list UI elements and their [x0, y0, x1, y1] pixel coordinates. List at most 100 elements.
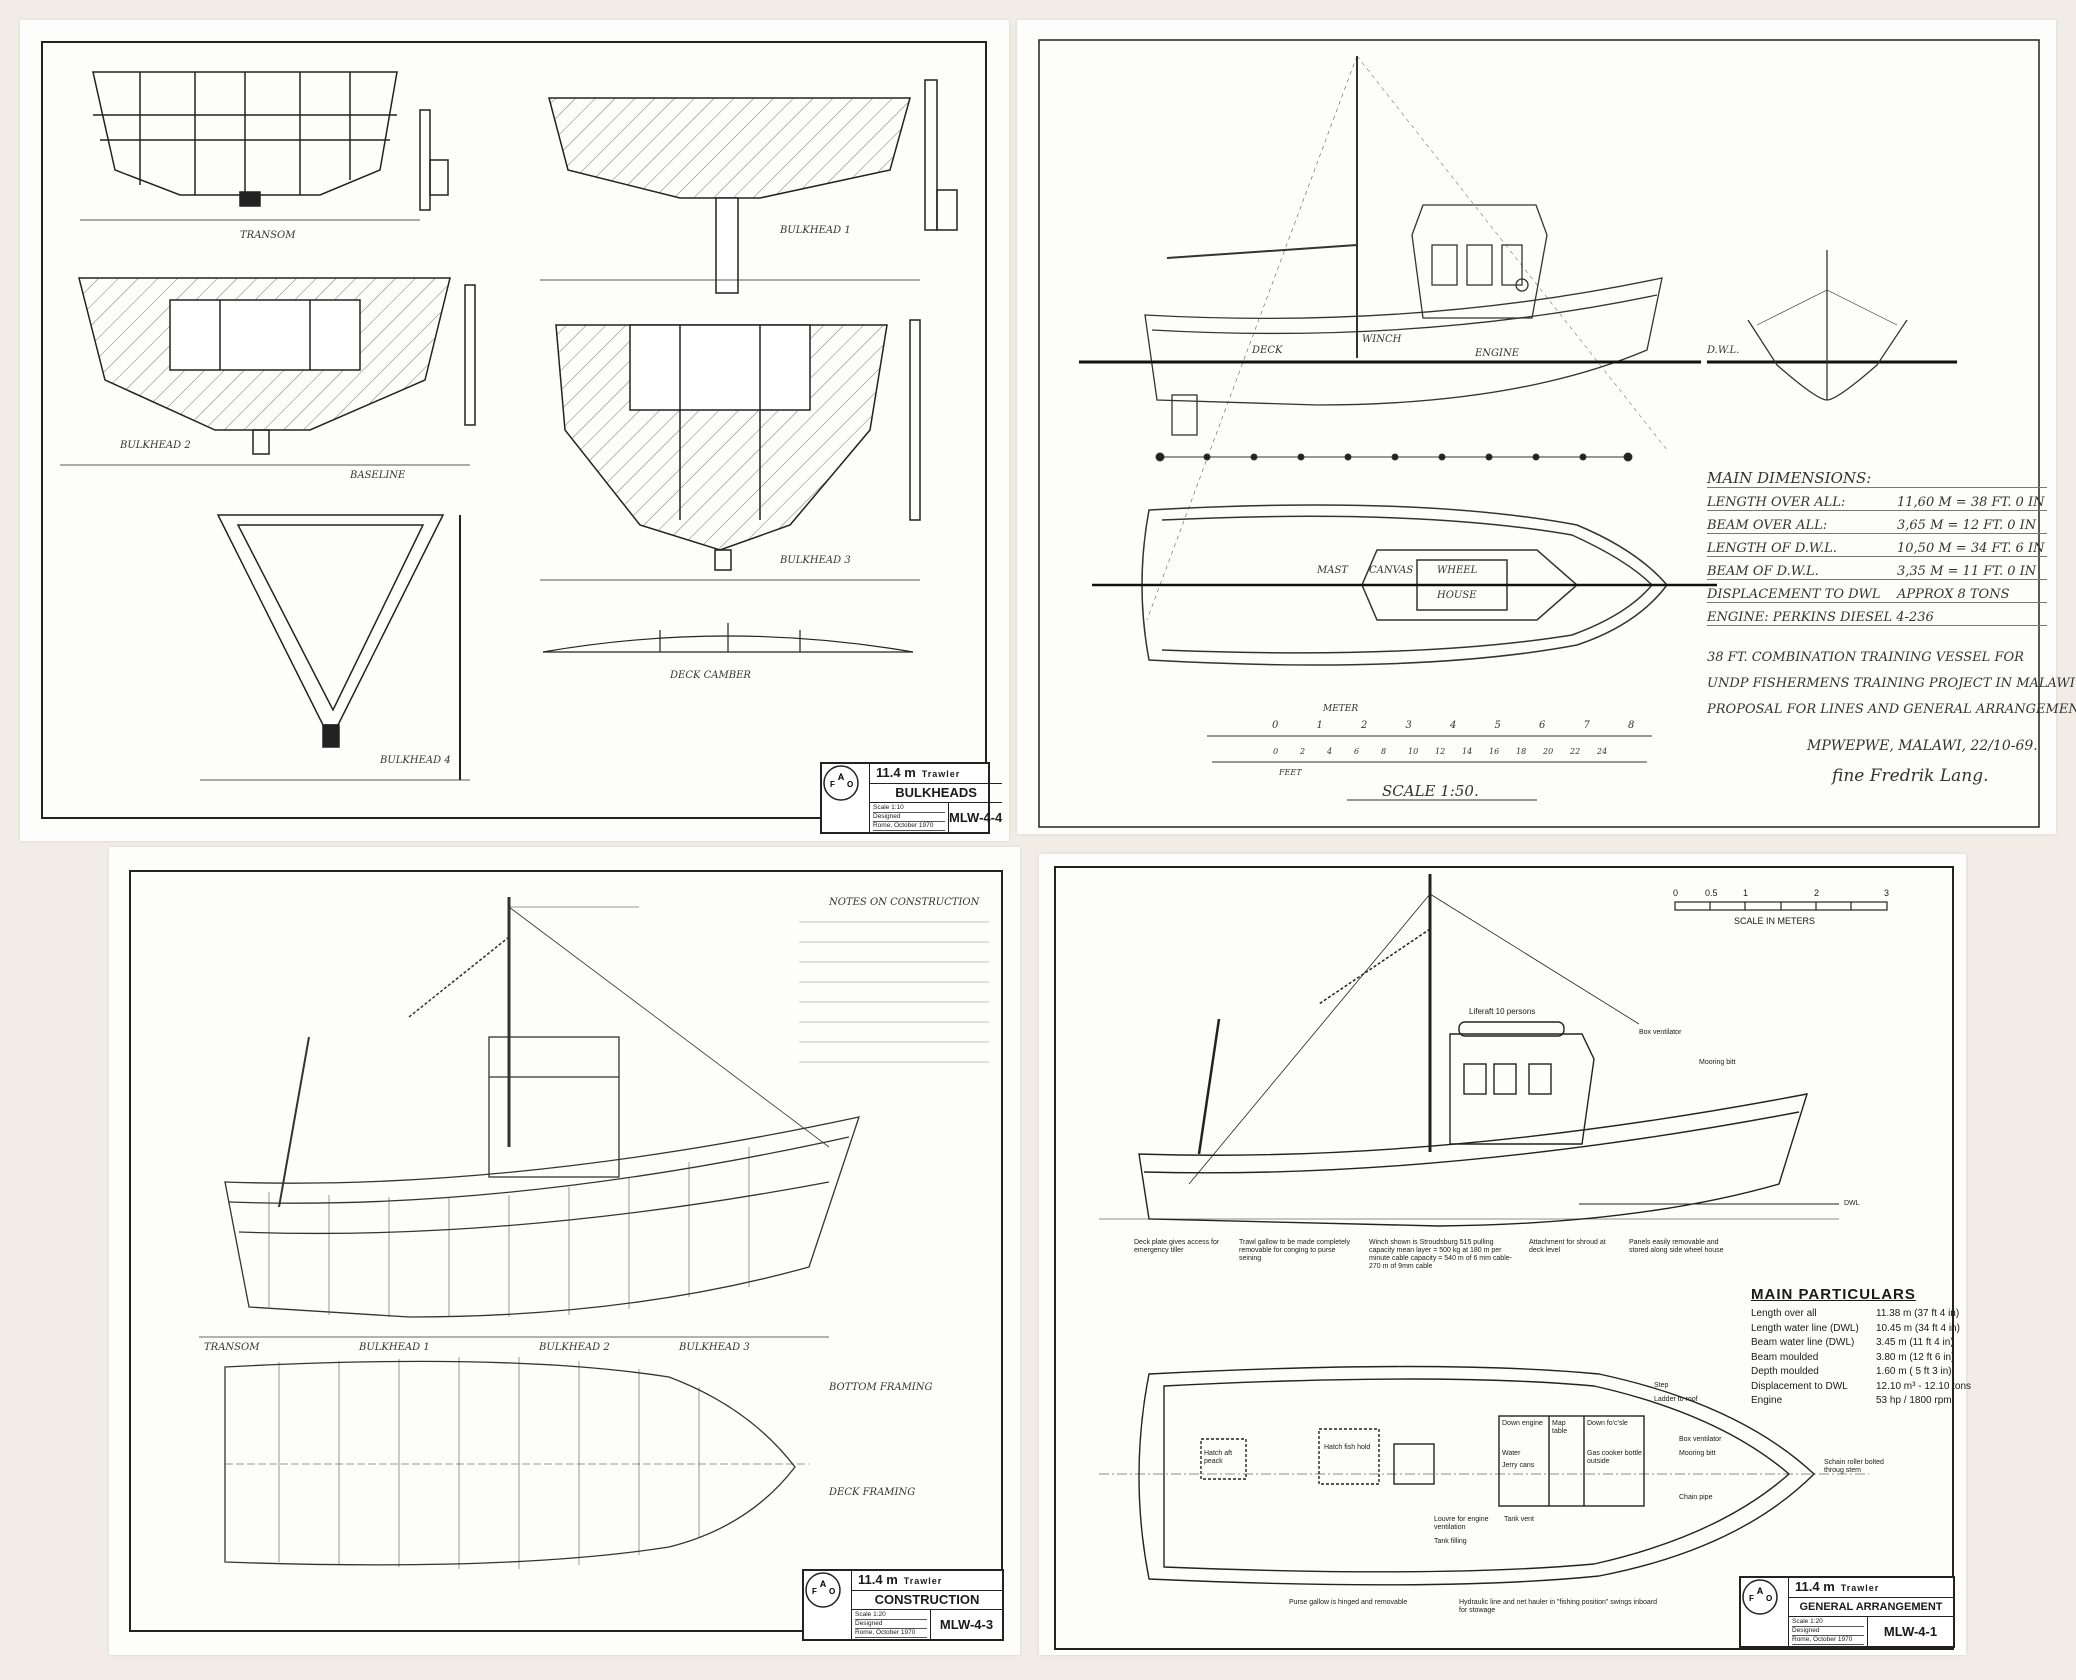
svg-text:A: A	[820, 1579, 827, 1589]
scale-tick-label: 24	[1597, 747, 1608, 756]
section-view	[1747, 250, 1908, 401]
plan-label-chain: Chain pipe	[1679, 1494, 1713, 1501]
scale-tick-label: 6	[1354, 747, 1360, 756]
dimension-value: APPROX 8 TONS	[1897, 587, 2010, 602]
plan-label-box-vent: Box ventilator	[1679, 1436, 1722, 1443]
station-line	[1155, 452, 1633, 462]
label-transom: TRANSOM	[204, 1342, 260, 1353]
description-line: PROPOSAL FOR LINES AND GENERAL ARRANGEME…	[1707, 702, 2076, 717]
scale-tick-label: 8	[1628, 720, 1635, 731]
scale-unit-label: METER	[1323, 704, 1359, 714]
scale-tick-label: 8	[1381, 747, 1387, 756]
drawing-code: MLW-4-1	[1883, 1624, 1938, 1639]
construction-notes-lines	[799, 921, 989, 1063]
description-line: 38 FT. COMBINATION TRAINING VESSEL FOR	[1707, 650, 2024, 665]
main-dimensions-heading: MAIN DIMENSIONS:	[1707, 465, 2047, 488]
scale-tick-label: 10	[1408, 747, 1419, 756]
label-bottom-framing: BOTTOM FRAMING	[829, 1382, 933, 1393]
label-deck: DECK	[1252, 345, 1283, 356]
svg-text:O: O	[1766, 1594, 1772, 1603]
label-bulkhead-1: BULKHEAD 1	[780, 225, 851, 236]
signature: fine Fredrik Lang.	[1832, 766, 1989, 786]
lines-drawing	[1038, 39, 2040, 828]
plan-label-jerry: Jerry cans	[1502, 1462, 1535, 1469]
label-box-ventilator: Box ventilator	[1639, 1029, 1682, 1036]
particular-value: 3.45 m (11 ft 4 in)	[1876, 1337, 1954, 1348]
scale-text: Scale 1:20	[1792, 1618, 1864, 1627]
sheet-construction: NOTES ON CONSTRUCTION TRANSOM BULKHEAD 1…	[109, 847, 1020, 1655]
dimension-label: LENGTH OVER ALL:	[1707, 495, 1846, 510]
plan-label-shroud: Attachment for shroud at deck level	[1529, 1239, 1606, 1254]
svg-text:O: O	[847, 780, 853, 789]
scale-text: SCALE 1:50.	[1382, 782, 1479, 800]
ga-scale-bar	[1674, 901, 1888, 911]
label-dwl: DWL	[1844, 1200, 1860, 1207]
particular-value: 12.10 m³ - 12.10 tons	[1876, 1380, 1972, 1392]
dimension-value: 3,65 M = 12 FT. 0 IN	[1897, 518, 2037, 533]
label-mast: MAST	[1317, 565, 1348, 576]
dimension-row: BEAM OF D.W.L.3,35 M = 11 FT. 0 IN	[1707, 557, 2047, 580]
scale-tick-label: 6	[1539, 720, 1546, 731]
plan-label-winch: Winch shown is Stroudsburg 515 pulling c…	[1369, 1239, 1512, 1270]
plan-label-deck-plate: Deck plate gives access for emergency ti…	[1134, 1239, 1220, 1254]
particular-row: Length water line (DWL)10.45 m (34 ft 4 …	[1751, 1323, 1971, 1338]
scale-caption: SCALE IN METERS	[1734, 916, 1816, 926]
plan-label-down-engine: Down engine	[1502, 1420, 1543, 1427]
drawing-code: MLW-4-3	[939, 1617, 994, 1632]
date-text: Rome, October 1970	[873, 822, 945, 831]
description: 38 FT. COMBINATION TRAINING VESSEL FOR U…	[1707, 645, 2076, 723]
svg-text:F: F	[830, 780, 835, 789]
label-notes: NOTES ON CONSTRUCTION	[829, 897, 980, 908]
general-arrangement-drawing	[1054, 866, 1954, 1650]
scale-tick-label: 0.5	[1705, 888, 1718, 898]
bulkhead-4-view	[200, 514, 470, 781]
scale-tick-label: 4	[1450, 720, 1457, 731]
particular-label: Displacement to DWL	[1751, 1380, 1848, 1392]
designed-text: Designed	[873, 813, 945, 822]
label-deck-camber: DECK CAMBER	[670, 670, 751, 681]
vessel-type: Trawler	[921, 769, 961, 779]
label-mooring-bitt: Mooring bitt	[1699, 1059, 1736, 1066]
label-bulkhead-3: BULKHEAD 3	[679, 1342, 750, 1353]
label-bulkhead-1: BULKHEAD 1	[359, 1342, 430, 1353]
plan-label-purse: Purse gallow is hinged and removable	[1289, 1599, 1408, 1606]
plan-label-trawl-gallow: Trawl gallow to be made completely remov…	[1239, 1239, 1351, 1262]
designed-text: Designed	[1792, 1627, 1864, 1636]
plan-label-louvre: Louvre for engine ventilation	[1434, 1516, 1489, 1531]
designed-text: Designed	[855, 1620, 927, 1629]
scale-tick-label: 0	[1673, 888, 1679, 898]
svg-text:O: O	[829, 1587, 835, 1596]
date-text: Rome, October 1970	[1792, 1636, 1864, 1645]
scale-tick-label: 0	[1273, 747, 1279, 756]
description-line: UNDP FISHERMENS TRAINING PROJECT IN MALA…	[1707, 676, 2076, 691]
vessel-type: Trawler	[1840, 1583, 1880, 1593]
dimension-value: 10,50 M = 34 FT. 6 IN	[1897, 541, 2045, 556]
plan-label-panels: Panels easily removable and stored along…	[1629, 1239, 1724, 1254]
particular-value: 3.80 m (12 ft 6 in)	[1876, 1351, 1955, 1363]
plan-view	[1092, 504, 1717, 666]
label-liferaft: Liferaft 10 persons	[1469, 1007, 1536, 1016]
particular-label: Beam moulded	[1751, 1351, 1819, 1363]
scale-tick-label: 20	[1543, 747, 1554, 756]
dimension-label: LENGTH OF D.W.L.	[1707, 541, 1837, 556]
dimension-row: BEAM OVER ALL:3,65 M = 12 FT. 0 IN	[1707, 511, 2047, 534]
main-dimensions: MAIN DIMENSIONS: LENGTH OVER ALL:11,60 M…	[1707, 465, 2047, 626]
svg-text:A: A	[838, 772, 845, 782]
vessel-size: 11.4 m	[1795, 1579, 1835, 1594]
construction-plan	[224, 1357, 809, 1569]
ga-profile	[1099, 874, 1839, 1227]
construction-profile	[199, 897, 860, 1338]
label-baseline: BASELINE	[350, 470, 406, 481]
sheet-bulkheads: TRANSOM BULKHEAD 1 BULKHEAD 2 BULKHEAD 3…	[20, 20, 1009, 841]
particular-row: Displacement to DWL 12.10 m³ - 12.10 tons	[1751, 1381, 1971, 1396]
scale-tick-label: 3	[1884, 888, 1890, 898]
scale-tick-label: 14	[1462, 747, 1473, 756]
bulkhead-2-view	[60, 277, 476, 466]
scale-tick-label: 2	[1361, 720, 1368, 731]
scale-text: Scale 1:20	[855, 1611, 927, 1620]
